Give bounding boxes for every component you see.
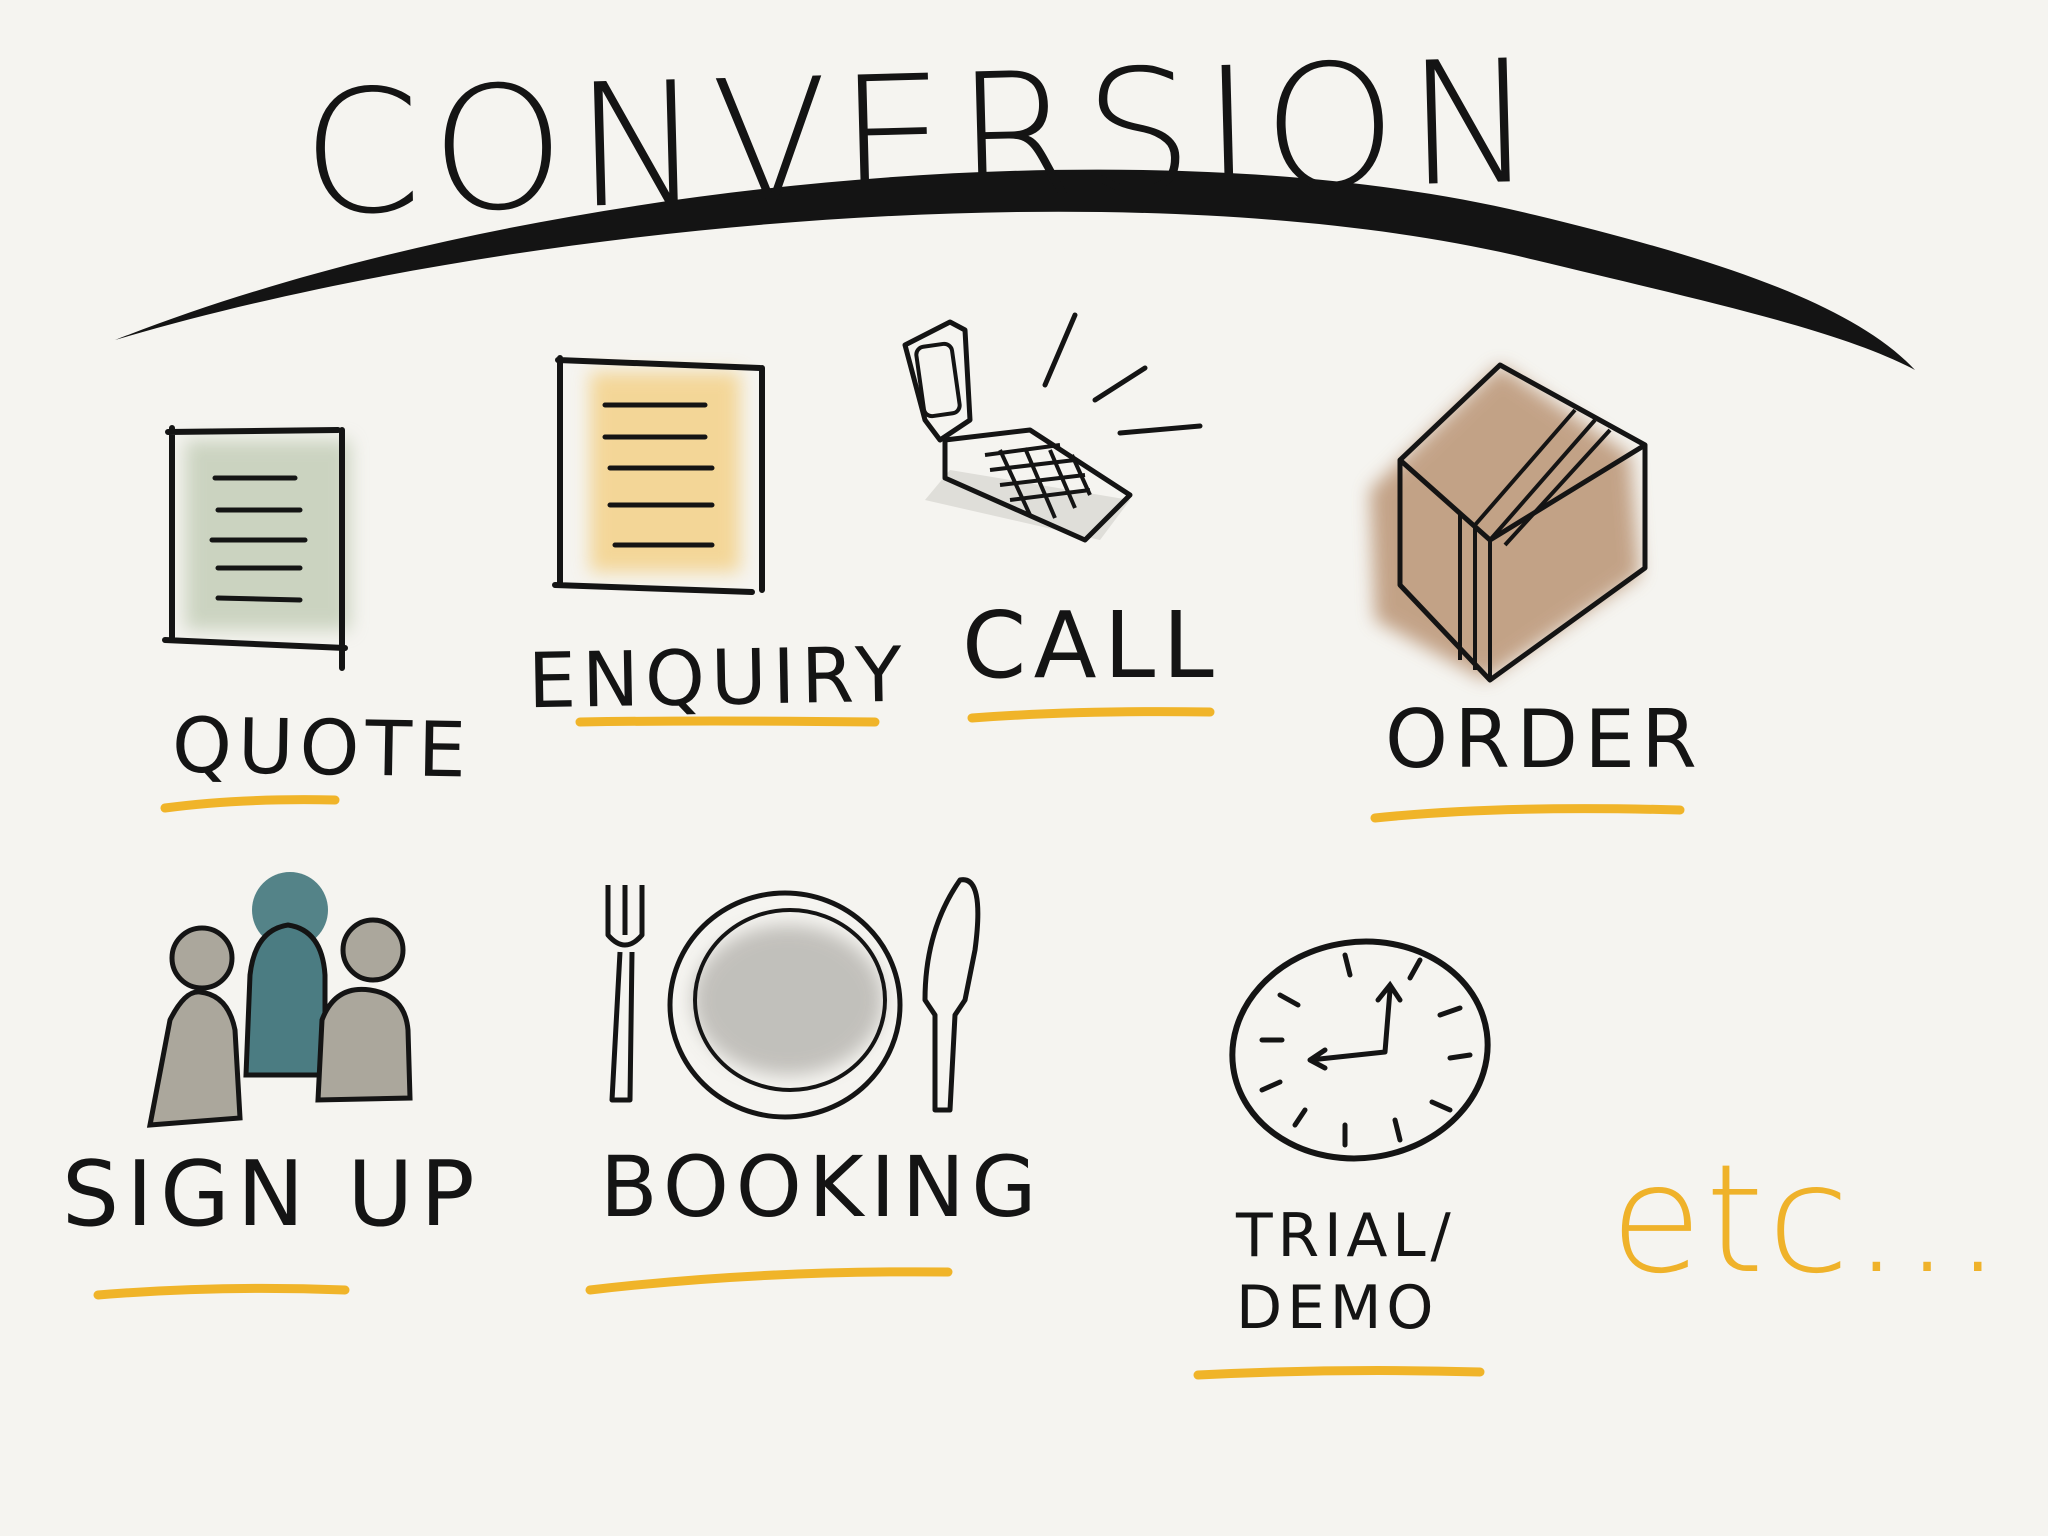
etc-note: etc...: [1610, 1133, 2005, 1307]
underline-trial: [1193, 1366, 1485, 1380]
label-trial-demo: TRIAL/ DEMO: [1236, 1200, 1456, 1344]
label-order: ORDER: [1385, 693, 1704, 786]
underline-signup: [93, 1283, 350, 1300]
underline-booking: [585, 1267, 953, 1295]
clock-icon: [1229, 938, 1491, 1162]
page-title: CONVERSION: [299, 23, 1547, 254]
title-swoosh: [115, 169, 1915, 370]
label-trial-line2: DEMO: [1236, 1273, 1439, 1343]
label-booking: BOOKING: [600, 1138, 1044, 1236]
quote-document-icon: [162, 425, 350, 671]
label-quote: QUOTE: [171, 700, 473, 795]
people-icon: [146, 872, 413, 1128]
box-icon: [1370, 362, 1648, 683]
plate-cutlery-icon: [605, 877, 981, 1120]
enquiry-document-icon: [552, 355, 765, 595]
label-call: CALL: [962, 592, 1222, 699]
label-enquiry: ENQUIRY: [527, 629, 909, 726]
underline-quote: [160, 795, 340, 813]
label-trial-line1: TRIAL/: [1236, 1201, 1456, 1271]
label-sign-up: SIGN UP: [62, 1142, 482, 1247]
underline-enquiry: [575, 716, 880, 727]
phone-icon: [902, 312, 1203, 543]
underline-order: [1370, 804, 1685, 823]
underline-call: [967, 707, 1215, 723]
